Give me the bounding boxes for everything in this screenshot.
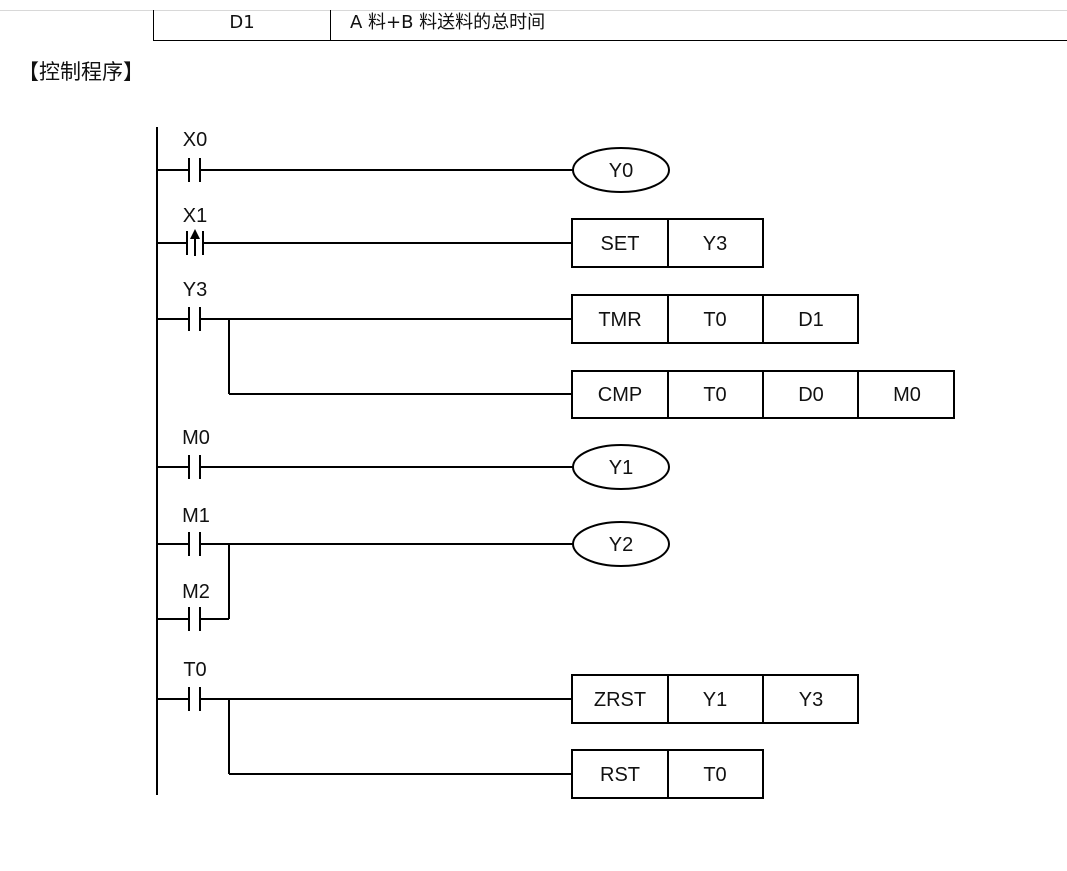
- rung-3: [157, 294, 955, 419]
- instruction-operand: CMP: [598, 384, 642, 406]
- instruction-operand: ZRST: [594, 689, 646, 711]
- instruction-operand: D1: [798, 309, 824, 331]
- output-coil: [572, 147, 670, 193]
- rising-edge-arrowhead: [190, 229, 200, 239]
- instruction-operand: T0: [703, 384, 726, 406]
- contact-label: M1: [182, 505, 210, 527]
- contact-label: Y3: [183, 279, 207, 301]
- table-cell-description: A 料+B 料送料的总时间: [350, 12, 546, 33]
- instruction-operand: Y1: [703, 689, 727, 711]
- table-cell-device: D1: [229, 12, 255, 33]
- coil-label: Y2: [609, 534, 633, 556]
- instruction-box: [571, 674, 859, 724]
- instruction-operand: D0: [798, 384, 824, 406]
- instruction-operand: TMR: [598, 309, 641, 331]
- top-rule: [0, 10, 1067, 11]
- rung-1: [157, 147, 670, 193]
- rung-6: [157, 674, 859, 799]
- instruction-operand: T0: [703, 309, 726, 331]
- rung-4: [157, 444, 670, 490]
- contact-label: M0: [182, 427, 210, 449]
- rung-2: [157, 218, 764, 268]
- contact-label: X0: [183, 129, 207, 151]
- contact-label: T0: [183, 659, 206, 681]
- coil-label: Y0: [609, 160, 633, 182]
- output-coil: [572, 444, 670, 490]
- section-heading: 【控制程序】: [18, 60, 144, 84]
- rung-5: [157, 521, 670, 631]
- table-column-divider: [330, 10, 331, 40]
- instruction-box: [571, 294, 859, 344]
- instruction-operand: SET: [601, 233, 640, 255]
- contact-label: X1: [183, 205, 207, 227]
- instruction-operand: M0: [893, 384, 921, 406]
- instruction-operand: Y3: [703, 233, 727, 255]
- contact-label: M2: [182, 581, 210, 603]
- table-row: D1 A 料+B 料送料的总时间: [153, 10, 1067, 41]
- instruction-operand: RST: [600, 764, 640, 786]
- output-coil: [572, 521, 670, 567]
- instruction-operand: Y3: [799, 689, 823, 711]
- instruction-operand: T0: [703, 764, 726, 786]
- coil-label: Y1: [609, 457, 633, 479]
